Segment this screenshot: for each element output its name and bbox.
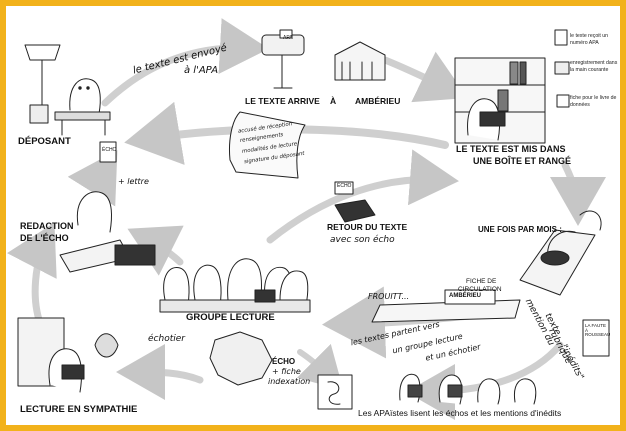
france-map-illustration xyxy=(209,331,273,386)
depositor-illustration xyxy=(24,44,111,136)
label-mis-boite-1: LE TEXTE EST MIS DANS xyxy=(456,144,566,154)
label-lecture-sympathie: LECTURE EN SYMPATHIE xyxy=(20,404,138,415)
arrow-up-depositor xyxy=(67,150,118,207)
label-echo-fiche-3: indexation xyxy=(268,377,311,386)
arrow-to-sympathie xyxy=(116,344,204,401)
apaistes-illustration xyxy=(399,373,537,405)
label-redaction-1: REDACTION xyxy=(20,221,74,231)
label-amberieu: AMBÉRIEU xyxy=(355,96,401,106)
label-echo-fiche-2: + fiche xyxy=(272,367,301,376)
magazine-illustration xyxy=(582,319,610,357)
sympathie-illustration xyxy=(17,317,119,393)
monthly-illustration xyxy=(519,210,602,296)
label-texte-envoye-2: à l'APA xyxy=(184,65,219,76)
redaction-illustration xyxy=(59,191,156,273)
arrow-to-apa xyxy=(101,18,269,107)
echo-note-tag: ÉCHO xyxy=(102,147,117,153)
label-amberieu-sign: AMBÉRIEU xyxy=(449,293,482,299)
circulation-sheet-illustration xyxy=(371,289,521,323)
label-echo-lettre: + lettre xyxy=(118,177,149,186)
label-redaction-2: DE L'ÉCHO xyxy=(20,233,69,243)
side-note-3: fiche pour le livre de données xyxy=(570,95,617,108)
magazine-title: LA FAUTE À ROUSSEAU xyxy=(585,323,611,338)
label-apaistes: Les APAïstes lisent les échos et les men… xyxy=(358,408,562,418)
label-retour-1: RETOUR DU TEXTE xyxy=(327,222,408,232)
label-une-fois: UNE FOIS PAR MOIS : xyxy=(478,225,562,234)
return-stack-illustration xyxy=(334,181,376,223)
label-texte-arrive: LE TEXTE ARRIVE xyxy=(245,96,320,106)
label-mis-boite-2: UNE BOÎTE ET RANGÉ xyxy=(473,156,572,166)
archive-shelf-illustration xyxy=(454,57,546,144)
side-note-1: le texte reçoit un numéro APA xyxy=(570,33,609,46)
label-a: À xyxy=(330,96,337,106)
label-echo-fiche-1: ÉCHO xyxy=(272,357,296,366)
index-folder-illustration xyxy=(317,374,353,410)
scroll-illustration xyxy=(229,111,306,179)
label-deposant: DÉPOSANT xyxy=(18,136,71,147)
label-groupe-lecture: GROUPE LECTURE xyxy=(186,312,275,323)
arrow-left-up xyxy=(7,222,57,332)
label-frouitt: FROUITT... xyxy=(368,292,410,301)
side-note-2: enregistrement dans la main courante xyxy=(570,60,618,73)
building-illustration xyxy=(334,41,386,81)
label-fiche-circ-1: FICHE DE xyxy=(466,278,497,285)
echo-note-illustration xyxy=(99,141,117,163)
return-stack-tag: ÉCHO xyxy=(337,183,352,189)
arrow-to-redaction xyxy=(127,225,184,276)
side-note-icons xyxy=(554,29,570,108)
mailbox-illustration xyxy=(261,29,305,89)
mailbox-tag: APA xyxy=(283,35,293,41)
reading-group-illustration xyxy=(159,258,311,313)
arrow-to-shelf xyxy=(381,51,468,103)
arrow-monthly xyxy=(549,161,606,226)
label-retour-2: avec son écho xyxy=(330,235,395,245)
label-echotier: échotier xyxy=(148,334,185,344)
label-fiche-circ-2: CIRCULATION xyxy=(458,286,502,293)
